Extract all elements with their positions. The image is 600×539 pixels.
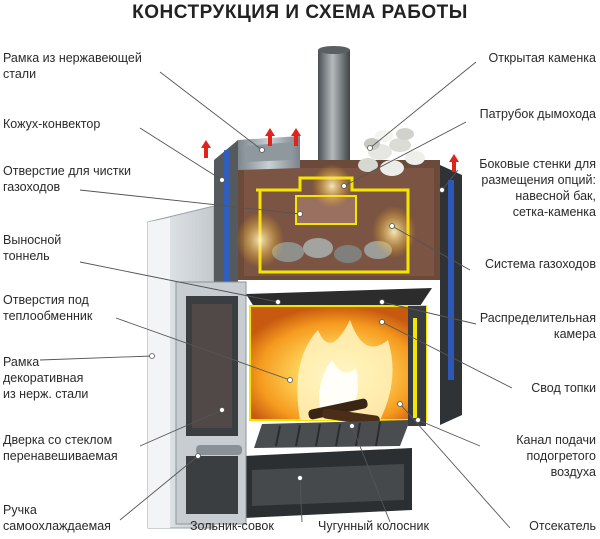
label-line: Отсекатель <box>529 519 596 533</box>
label-line: из нерж. стали <box>3 387 89 401</box>
label-line: подогретого <box>526 449 596 463</box>
label-line: перенавешиваемая <box>3 449 118 463</box>
label-line: Рамка <box>3 355 40 369</box>
label-decorative-frame: Рамка декоративная из нерж. стали <box>3 354 88 402</box>
label-line: Отверстия под <box>3 293 89 307</box>
label-cleaning-hole: Отверстие для чистки газоходов <box>3 163 131 195</box>
label-line: Свод топки <box>531 381 596 395</box>
label-line: Дверка со стеклом <box>3 433 113 447</box>
diagram-title: КОНСТРУКЦИЯ И СХЕМА РАБОТЫ <box>132 2 468 23</box>
label-line: Распределительная <box>479 311 596 325</box>
label-open-heater: Открытая каменка <box>489 50 596 66</box>
cooling-handle <box>196 445 242 455</box>
chimney-pipe <box>318 50 350 180</box>
label-gas-system: Система газоходов <box>485 256 596 272</box>
label-line: Канал подачи <box>516 433 596 447</box>
label-cutoff: Отсекатель <box>529 518 596 534</box>
label-line: Зольник-совок <box>190 519 274 533</box>
label-line: размещения опций: <box>481 173 596 187</box>
label-line: газоходов <box>3 180 61 194</box>
label-line: Кожух-конвектор <box>3 117 101 131</box>
label-firebox-vault: Свод топки <box>531 380 596 396</box>
label-line: Ручка <box>3 503 37 517</box>
hot-air-arrows <box>201 128 459 172</box>
label-distribution-chamber: Распределительная камера <box>480 310 596 342</box>
label-air-channel: Канал подачи подогретого воздуха <box>516 432 596 480</box>
label-convector-jacket: Кожух-конвектор <box>3 116 100 132</box>
label-remote-tunnel: Выносной тоннель <box>3 232 61 264</box>
label-line: сетка-каменка <box>512 205 596 219</box>
label-line: самоохлаждаемая <box>3 519 111 533</box>
label-line: Отверстие для чистки <box>3 164 131 178</box>
leader-dots <box>149 145 445 481</box>
label-side-walls: Боковые стенки для размещения опций: нав… <box>479 156 596 220</box>
distribution-plate <box>246 288 432 310</box>
label-line: Рамка из нержавеющей <box>3 51 142 65</box>
label-stainless-frame: Рамка из нержавеющей стали <box>3 50 142 82</box>
label-ash-scoop: Зольник-совок <box>190 518 274 534</box>
label-line: Патрубок дымохода <box>479 107 596 121</box>
gas-channel-outline <box>256 176 410 274</box>
label-line: теплообменник <box>3 309 93 323</box>
label-line: стали <box>3 67 37 81</box>
label-cast-iron-grate: Чугунный колосник <box>318 518 429 534</box>
label-line: камера <box>553 327 596 341</box>
label-line: Чугунный колосник <box>318 519 429 533</box>
label-line: Открытая каменка <box>488 51 596 65</box>
label-line: тоннель <box>3 249 50 263</box>
label-heat-exchanger-holes: Отверстия под теплообменник <box>3 292 92 324</box>
label-line: декоративная <box>3 371 84 385</box>
label-line: Система газоходов <box>485 257 596 271</box>
cast-iron-grate <box>254 420 410 448</box>
label-line: навесной бак, <box>515 189 596 203</box>
label-chimney-pipe: Патрубок дымохода <box>480 106 596 122</box>
label-line: Выносной <box>3 233 62 247</box>
label-glass-door: Дверка со стеклом перенавешиваемая <box>3 432 118 464</box>
label-line: Боковые стенки для <box>479 157 596 171</box>
label-handle: Ручка самоохлаждаемая <box>3 502 111 534</box>
leader-lines <box>39 61 513 529</box>
label-line: воздуха <box>550 465 596 479</box>
